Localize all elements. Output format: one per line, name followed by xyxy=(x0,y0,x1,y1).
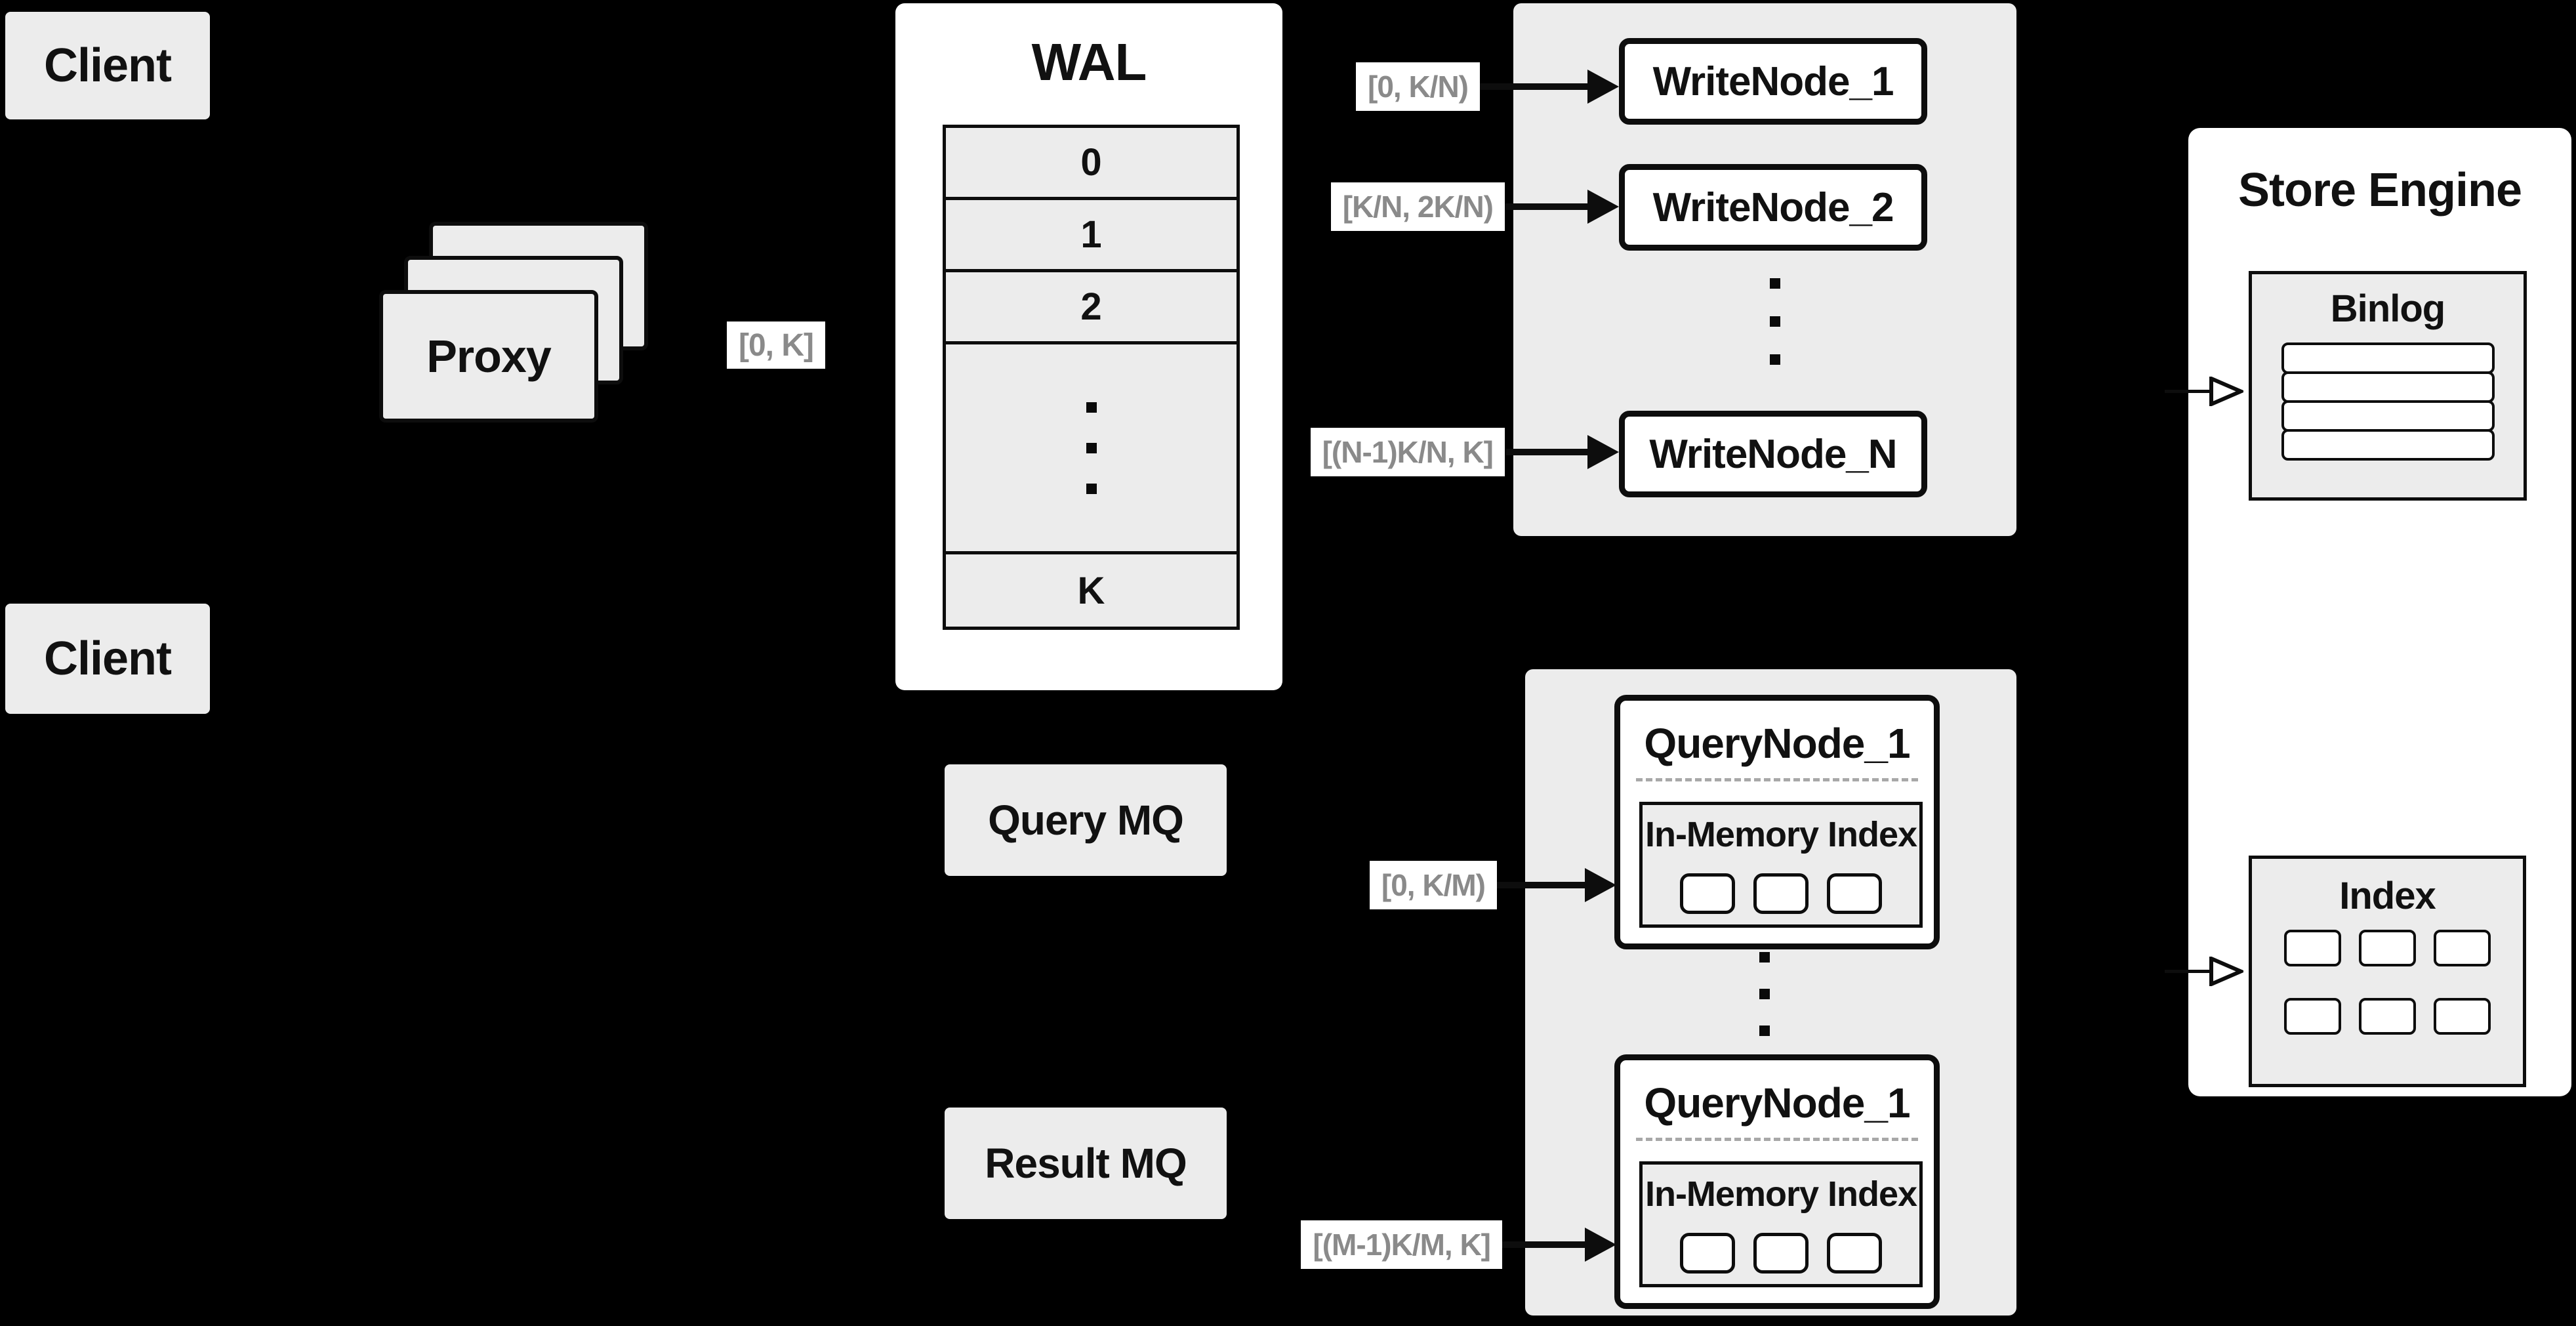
query-node-separator xyxy=(1636,1138,1918,1141)
segment-cells xyxy=(1643,1233,1919,1274)
in-memory-index-title: In-Memory Index xyxy=(1645,1174,1917,1214)
wal-panel: WAL 0 1 2 K xyxy=(895,3,1282,690)
write-node-n: WriteNode_N xyxy=(1619,411,1927,497)
client-label: Client xyxy=(43,39,172,92)
index-cell xyxy=(2359,998,2416,1035)
range-chip-query-m: [(M-1)K/M, K] xyxy=(1301,1220,1502,1269)
arrowhead-query-m xyxy=(1585,1228,1616,1262)
client-box-bottom: Client xyxy=(5,604,210,714)
ellipsis-dot xyxy=(1770,354,1780,365)
store-engine-panel: Store Engine Binlog Index xyxy=(2188,128,2571,1096)
store-engine-title: Store Engine xyxy=(2238,164,2522,217)
wal-ellipsis-row xyxy=(946,344,1237,554)
segment-cell xyxy=(1680,1233,1735,1274)
wal-segment-row: 1 xyxy=(946,200,1237,272)
client-label: Client xyxy=(43,632,172,685)
arrow-to-index xyxy=(2165,970,2212,973)
index-cell xyxy=(2359,930,2416,966)
wal-segment-row: 0 xyxy=(946,128,1237,200)
ellipsis-dot xyxy=(1770,278,1780,289)
result-mq-box: Result MQ xyxy=(945,1108,1227,1219)
wal-segment-row: 2 xyxy=(946,272,1237,344)
ellipsis-dot xyxy=(1759,952,1770,963)
write-node-2: WriteNode_2 xyxy=(1619,164,1927,251)
write-nodes-ellipsis xyxy=(1770,278,1780,365)
client-box-top: Client xyxy=(5,12,210,119)
arrow-write-n xyxy=(1506,449,1589,455)
segment-cell xyxy=(1680,873,1735,914)
segment-cell xyxy=(1753,873,1809,914)
binlog-box: Binlog xyxy=(2249,271,2527,501)
in-memory-index-box: In-Memory Index xyxy=(1639,802,1923,928)
arrow-query-1 xyxy=(1497,882,1586,888)
ellipsis-dot xyxy=(1759,989,1770,999)
query-node-top: QueryNode_1 In-Memory Index xyxy=(1614,695,1940,949)
range-chip-write-2: [K/N, 2K/N) xyxy=(1330,182,1505,231)
binlog-title: Binlog xyxy=(2330,287,2445,330)
range-chip-proxy-out: [0, K] xyxy=(727,321,825,369)
ellipsis-dot xyxy=(1086,442,1097,453)
wal-table: 0 1 2 K xyxy=(943,125,1240,630)
range-chip-write-n: [(N-1)K/N, K] xyxy=(1310,428,1505,476)
in-memory-index-title: In-Memory Index xyxy=(1645,815,1917,854)
index-cell xyxy=(2434,998,2491,1035)
proxy-label: Proxy xyxy=(426,331,552,382)
query-node-title: QueryNode_1 xyxy=(1644,720,1910,767)
index-cells xyxy=(2284,930,2491,1035)
binlog-rows xyxy=(2252,342,2524,461)
segment-cell xyxy=(1827,873,1882,914)
range-chip-write-1: [0, K/N) xyxy=(1356,62,1480,111)
query-mq-box: Query MQ xyxy=(945,764,1227,876)
arrowhead-query-1 xyxy=(1585,868,1616,902)
arrow-to-binlog xyxy=(2165,390,2212,393)
in-memory-index-box: In-Memory Index xyxy=(1639,1161,1923,1287)
arrowhead-to-index xyxy=(2209,957,2243,986)
index-cell xyxy=(2434,930,2491,966)
binlog-row xyxy=(2281,400,2495,432)
write-node-1: WriteNode_1 xyxy=(1619,38,1927,125)
wal-title: WAL xyxy=(1031,33,1147,91)
binlog-row xyxy=(2281,371,2495,403)
segment-cells xyxy=(1643,873,1919,914)
segment-cell xyxy=(1827,1233,1882,1274)
query-node-bottom: QueryNode_1 In-Memory Index xyxy=(1614,1054,1940,1309)
ellipsis-dot xyxy=(1086,483,1097,494)
query-nodes-ellipsis xyxy=(1759,952,1770,1036)
index-box: Index xyxy=(2249,856,2526,1087)
ellipsis-dot xyxy=(1770,316,1780,327)
query-node-separator xyxy=(1636,778,1918,781)
wal-segment-row-k: K xyxy=(946,554,1237,627)
arrowhead-write-n xyxy=(1587,435,1619,469)
arrow-write-1 xyxy=(1480,83,1589,90)
arrow-write-2 xyxy=(1505,203,1589,210)
query-node-title: QueryNode_1 xyxy=(1644,1079,1910,1127)
proxy-card-front: Proxy xyxy=(379,290,598,423)
index-cell xyxy=(2284,998,2341,1035)
arrow-query-m xyxy=(1502,1241,1586,1248)
index-title: Index xyxy=(2339,874,2436,917)
ellipsis-dot xyxy=(1759,1026,1770,1036)
arrowhead-to-binlog xyxy=(2209,377,2243,406)
index-cell xyxy=(2284,930,2341,966)
ellipsis-dot xyxy=(1086,402,1097,413)
arrowhead-write-2 xyxy=(1587,190,1619,224)
binlog-row xyxy=(2281,429,2495,461)
arrowhead-write-1 xyxy=(1587,70,1619,104)
range-chip-query-1: [0, K/M) xyxy=(1369,861,1497,909)
binlog-row xyxy=(2281,342,2495,374)
segment-cell xyxy=(1753,1233,1809,1274)
